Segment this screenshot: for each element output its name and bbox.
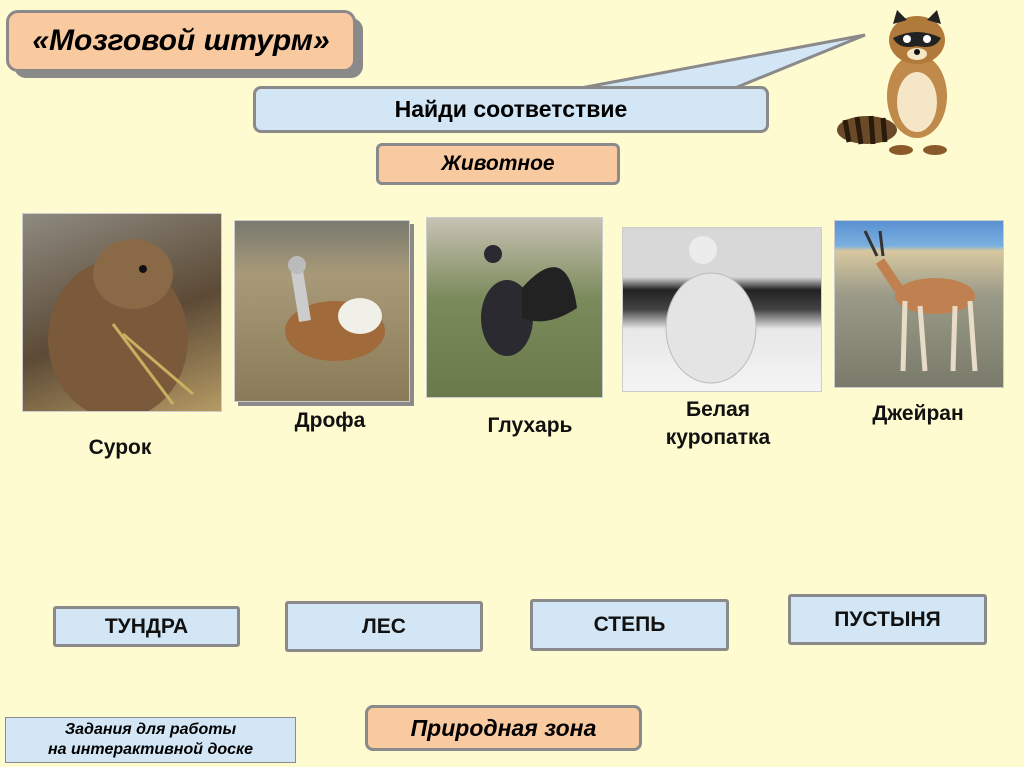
animal-label-marmot: Сурок [88, 436, 152, 459]
raccoon-icon [837, 10, 947, 155]
ptarmigan-photo[interactable] [622, 227, 822, 392]
animal-label-gazelle: Джейран [872, 402, 964, 425]
zone-steppe[interactable]: СТЕПЬ [530, 599, 729, 651]
zone-tundra[interactable]: ТУНДРА [53, 606, 240, 647]
capercaillie-photo[interactable] [426, 217, 603, 398]
slide-title: «Мозговой штурм» [6, 10, 356, 72]
footer-note-line2: на интерактивной доске [47, 741, 254, 758]
zone-header: Природная зона [365, 705, 642, 751]
bustard-photo[interactable] [234, 220, 410, 402]
ptarmigan-line2: куропатка [665, 426, 771, 449]
instruction-bubble: Найди соответствие [253, 86, 769, 133]
animal-label-ptarmigan: Белая куропатка [638, 396, 798, 452]
footer-note: Задания для работы на интерактивной доск… [5, 717, 296, 763]
gazelle-photo[interactable] [834, 220, 1004, 388]
marmot-photo[interactable] [22, 213, 222, 412]
footer-note-line1: Задания для работы [64, 721, 237, 738]
zone-forest[interactable]: ЛЕС [285, 601, 483, 652]
zone-desert[interactable]: ПУСТЫНЯ [788, 594, 987, 645]
ptarmigan-line1: Белая [685, 398, 751, 421]
animal-label-capercaillie: Глухарь [487, 414, 573, 437]
animal-header: Животное [376, 143, 620, 185]
animal-label-bustard: Дрофа [294, 409, 366, 432]
